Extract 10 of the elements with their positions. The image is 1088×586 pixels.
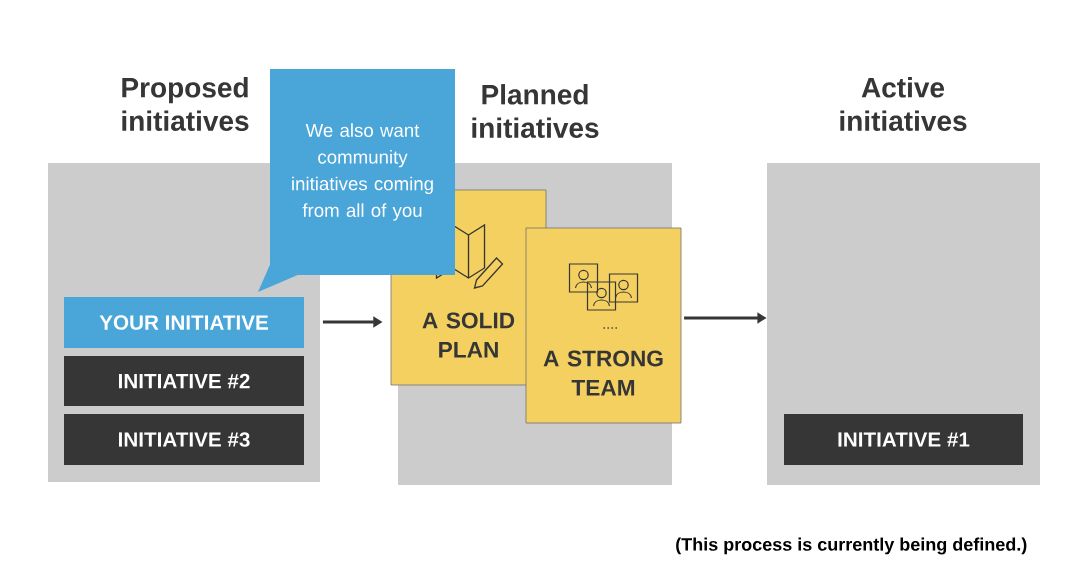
speech-bubble: We also want community initiatives coming from all of you <box>258 69 455 292</box>
column-heading: Planned initiatives <box>472 84 599 138</box>
initiative-box: INITIATIVE #3 <box>64 414 304 465</box>
column-heading: Active initiatives <box>840 77 967 131</box>
card: A STRONG TEAM <box>525 227 682 424</box>
initiative-box: INITIATIVE #2 <box>64 356 304 406</box>
initiative-box: YOUR INITIATIVE <box>64 297 304 348</box>
column-heading: Proposed initiatives <box>122 77 249 131</box>
initiative-box: INITIATIVE #1 <box>784 414 1023 465</box>
footnote: (This process is currently being defined.) <box>676 537 1027 555</box>
